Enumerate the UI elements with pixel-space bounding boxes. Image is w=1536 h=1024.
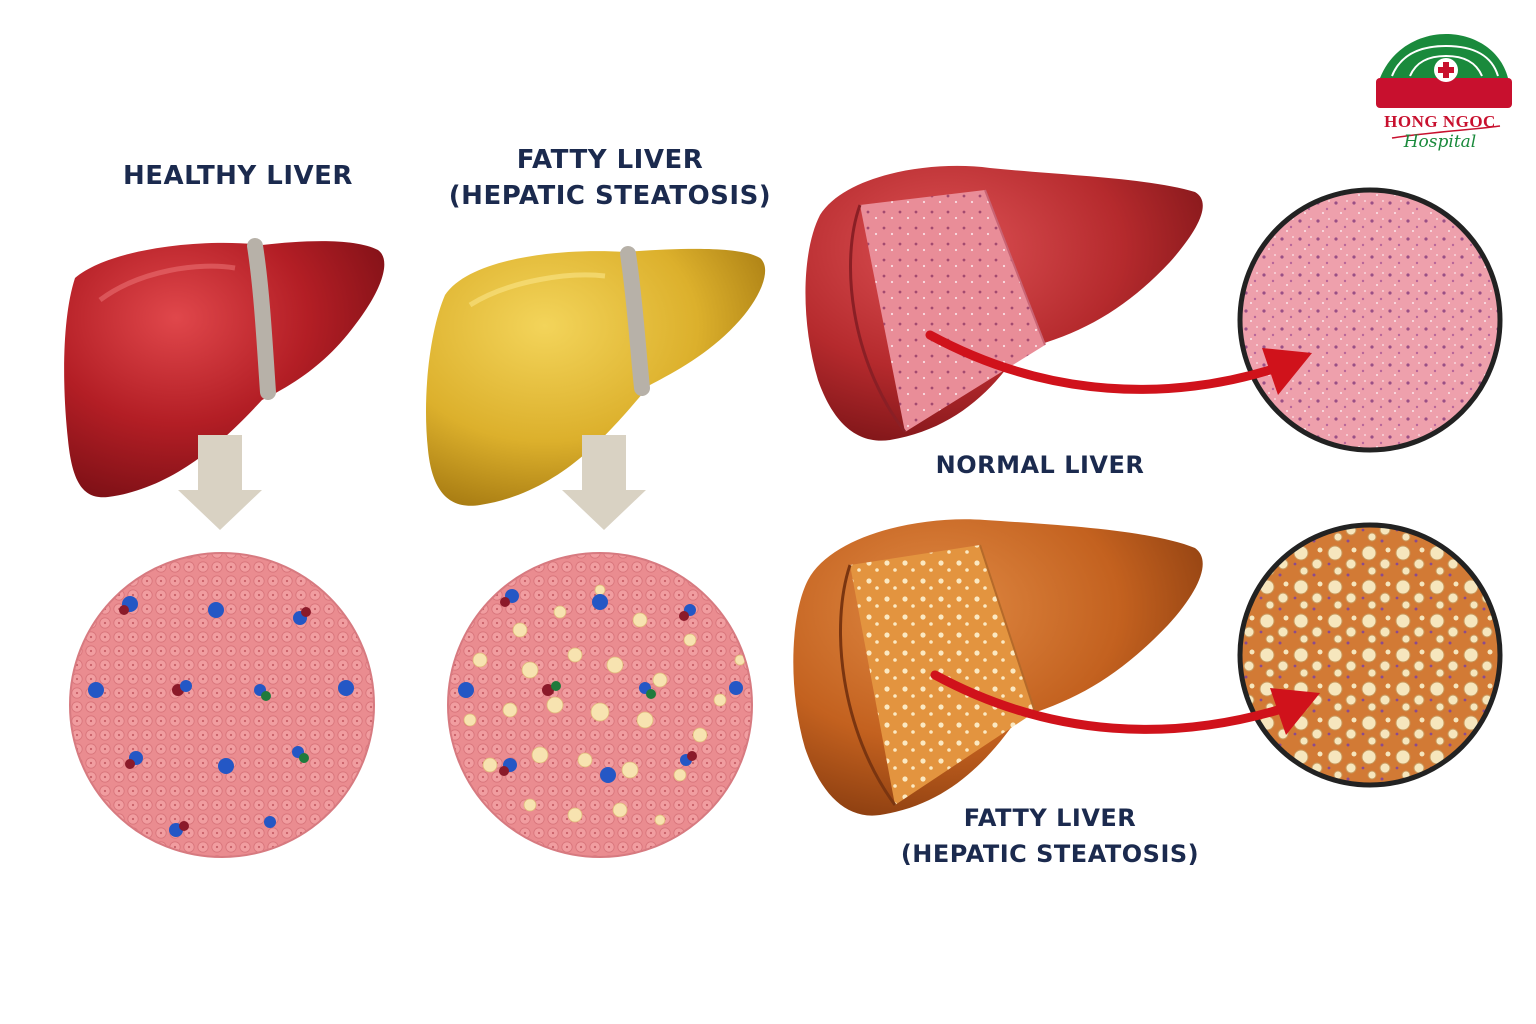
fatty-liver-title-line1: FATTY LIVER <box>963 804 1137 832</box>
healthy-tissue-magnified <box>69 552 375 858</box>
hospital-cross-icon <box>1434 58 1458 82</box>
hospital-logo <box>1376 34 1512 139</box>
fatty-liver-yellow-icon <box>425 246 766 506</box>
healthy-liver-title: HEALTHY LIVER <box>123 161 353 191</box>
magnified-fatty-tissue <box>1237 522 1503 788</box>
healthy-liver-icon <box>64 238 385 498</box>
fatty-liver-title-line2: (HEPATIC STEATOSIS) <box>448 181 772 211</box>
downward-arrow-icon <box>562 435 646 530</box>
fatty-tissue-magnified <box>447 552 753 858</box>
normal-liver-cross-section-icon <box>805 165 1203 441</box>
normal-liver-title: NORMAL LIVER <box>935 451 1145 479</box>
fatty-liver-title-line1: FATTY LIVER <box>516 145 704 175</box>
magnified-normal-tissue <box>1237 187 1503 453</box>
fatty-liver-title-left: FATTY LIVER (HEPATIC STEATOSIS) <box>430 142 790 214</box>
fatty-liver-title-line2: (HEPATIC STEATOSIS) <box>900 840 1200 868</box>
fatty-liver-title-right: FATTY LIVER (HEPATIC STEATOSIS) <box>880 800 1220 872</box>
logo-name: HONG NGOC <box>1384 112 1496 131</box>
curved-arrow-icon <box>930 670 1320 735</box>
downward-arrow-icon <box>178 435 262 530</box>
curved-arrow-icon <box>925 330 1312 395</box>
logo-subtitle: Hospital <box>1403 132 1477 152</box>
fatty-liver-cross-section-icon <box>793 519 1203 816</box>
